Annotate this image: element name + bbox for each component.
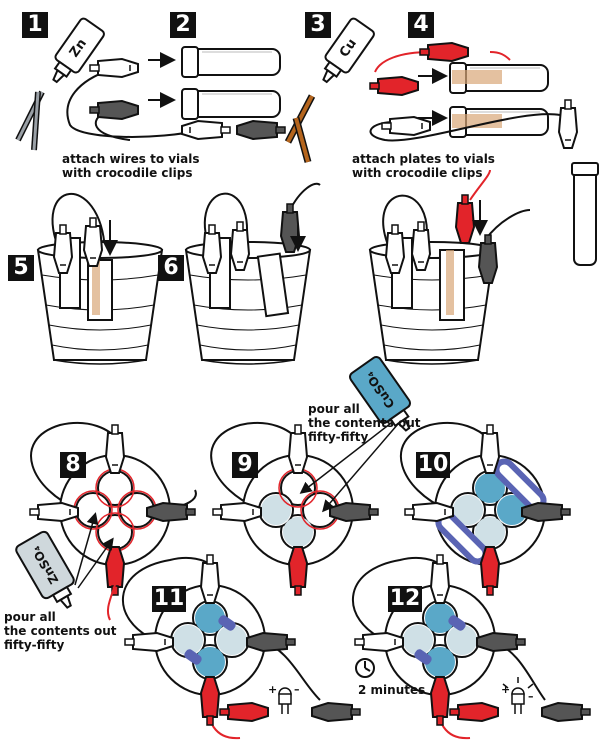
caption-attach-wires: attach wires to vials with crocodile cli… (62, 152, 200, 180)
caption-pour-left: pour all the contents out fifty-fifty (4, 610, 117, 652)
step8-plate (29, 421, 197, 621)
led-plus-sign-11: + (268, 683, 277, 696)
step6-cup (185, 182, 321, 365)
cu-bottle: Cu (322, 17, 375, 84)
led-minus-sign-12: – (528, 690, 534, 703)
zn-bottle: Zn (52, 17, 105, 84)
step11-plate (121, 554, 361, 740)
copper-strips (284, 94, 316, 163)
step-number-8: 8 (60, 452, 86, 478)
caption-attach-plates: attach plates to vials with crocodile cl… (352, 152, 495, 180)
step-number-5: 5 (8, 255, 34, 281)
znso4-bottle: ZnSO₄ (15, 512, 114, 609)
step-number-11: 11 (152, 586, 186, 612)
step-number-3: 3 (305, 12, 331, 38)
zinc-strips (15, 90, 45, 151)
caption-pour-top: pour all the contents out fifty-fifty (308, 402, 421, 444)
step-number-9: 9 (232, 452, 258, 478)
clock-icon (355, 658, 375, 678)
step5-cup (37, 193, 163, 365)
cuso4-bottle: CuSO₄ (349, 356, 411, 432)
led-minus-sign-11: – (294, 683, 300, 696)
step10-plate (399, 421, 571, 596)
led-plus-sign-12: + (501, 683, 510, 696)
step-number-4: 4 (408, 12, 434, 38)
step2-vials (66, 46, 286, 141)
step7-cup (369, 169, 531, 365)
step-number-10: 10 (416, 452, 450, 478)
step9-plate (210, 419, 399, 596)
step12-plate (351, 554, 591, 740)
step-number-6: 6 (158, 255, 184, 281)
caption-two-minutes: 2 minutes (358, 683, 426, 697)
led-light-rays-icon (502, 677, 534, 689)
step-number-1: 1 (22, 12, 48, 38)
step-number-2: 2 (170, 12, 196, 38)
step-number-12: 12 (388, 586, 422, 612)
step4-vials (369, 42, 599, 266)
